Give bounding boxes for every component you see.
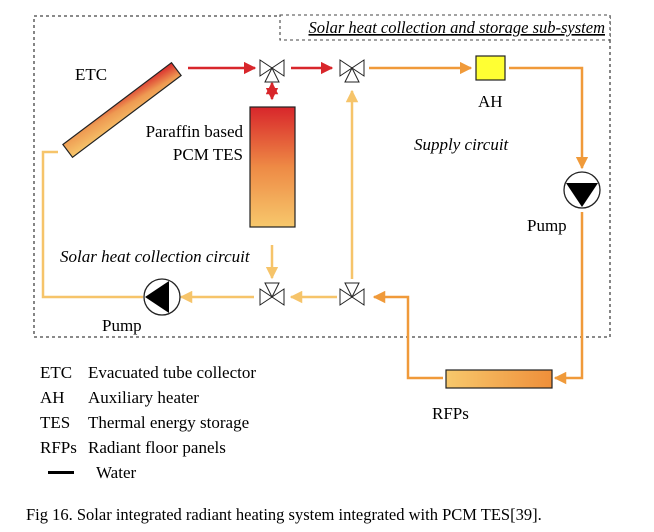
subsystem-boundary xyxy=(33,15,611,338)
pump-supply-label: Pump xyxy=(527,216,567,235)
return-pipes xyxy=(41,89,359,304)
pump-collection-icon xyxy=(143,278,181,316)
hot-pipes xyxy=(188,61,334,101)
legend: ETC Evacuated tube collector AH Auxiliar… xyxy=(40,360,256,485)
water-line-icon xyxy=(48,471,74,474)
legend-text: Thermal energy storage xyxy=(88,413,250,432)
system-diagram: Solar heat collection and storage sub-sy… xyxy=(33,14,611,423)
legend-text: Radiant floor panels xyxy=(88,438,226,457)
legend-row: AH Auxiliary heater xyxy=(40,385,256,410)
pump-collection-label: Pump xyxy=(102,316,142,335)
figure-caption: Fig 16. Solar integrated radiant heating… xyxy=(26,505,542,524)
legend-water-text: Water xyxy=(96,463,137,482)
valve-top-right xyxy=(339,59,365,83)
collection-circuit-label: Solar heat collection circuit xyxy=(60,247,251,266)
subsystem-title: Solar heat collection and storage sub-sy… xyxy=(308,18,605,37)
legend-abbr: AH xyxy=(40,388,65,407)
supply-pipes xyxy=(369,61,589,385)
legend-row-water: Water xyxy=(40,460,256,485)
valve-bottom-left xyxy=(259,282,285,306)
aux-heater xyxy=(475,55,506,81)
supply-circuit-label: Supply circuit xyxy=(414,135,510,154)
tes-tank xyxy=(249,106,296,228)
legend-text: Auxiliary heater xyxy=(88,388,199,407)
rfp-panels xyxy=(445,369,553,389)
legend-abbr: ETC xyxy=(40,363,73,382)
legend-abbr: RFPs xyxy=(40,438,77,457)
legend-row: ETC Evacuated tube collector xyxy=(40,360,256,385)
subsystem-title-bg xyxy=(279,14,611,41)
legend-row: RFPs Radiant floor panels xyxy=(40,435,256,460)
tes-label-line1: Paraffin based xyxy=(146,122,244,141)
ah-label: AH xyxy=(478,92,503,111)
rfps-label: RFPs xyxy=(432,404,469,423)
valve-bottom-right xyxy=(339,282,365,306)
legend-text: Evacuated tube collector xyxy=(88,363,257,382)
tes-label-line2: PCM TES xyxy=(173,145,243,164)
etc-collector xyxy=(62,61,182,159)
legend-row: TES Thermal energy storage xyxy=(40,410,256,435)
etc-label: ETC xyxy=(75,65,107,84)
pump-supply-icon xyxy=(563,171,601,209)
valve-top-left xyxy=(259,59,285,83)
legend-abbr: TES xyxy=(40,413,71,432)
